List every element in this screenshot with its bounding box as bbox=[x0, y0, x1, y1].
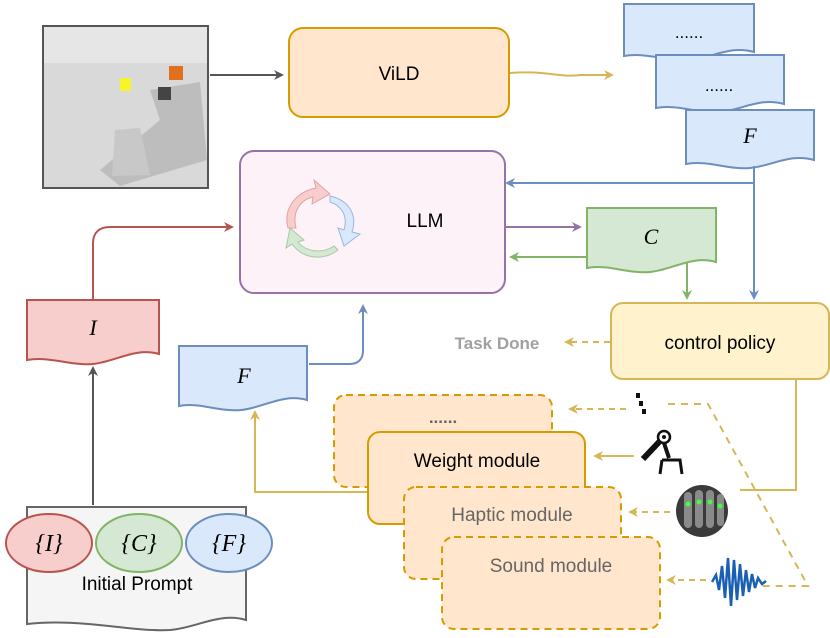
initial-prompt-doc: {I} {C} {F} Initial Prompt bbox=[5, 506, 273, 632]
prompt-i-token bbox=[5, 513, 93, 573]
initial-prompt-label: Initial Prompt bbox=[82, 574, 194, 595]
feedback-doc-dots-2: ...... bbox=[705, 76, 733, 95]
cycle-icon bbox=[285, 178, 362, 258]
vild-label: ViLD bbox=[379, 64, 420, 85]
feedback-to-llm-arrow bbox=[505, 166, 755, 188]
haptic-sensor-icon bbox=[676, 485, 728, 537]
feedback-doc-stack: ...... ...... F bbox=[623, 3, 815, 170]
f-doc-left: F bbox=[178, 345, 308, 412]
sound-module-label: Sound module bbox=[490, 556, 613, 577]
module-stack: ...... Weight module Haptic module Sound… bbox=[333, 394, 661, 630]
modules-to-f-arrow bbox=[250, 410, 382, 493]
c-doc-label: C bbox=[644, 224, 659, 249]
policy-to-robot-line bbox=[740, 379, 797, 491]
scene-image bbox=[42, 25, 209, 189]
i-doc-label: I bbox=[88, 315, 98, 340]
prompt-i-token-label: {I} bbox=[35, 531, 63, 557]
haptic-module-label: Haptic module bbox=[451, 505, 572, 526]
task-done-label: Task Done bbox=[455, 334, 540, 353]
i-doc: I bbox=[26, 299, 160, 366]
vild-box: ViLD bbox=[288, 27, 510, 118]
control-policy-box: control policy bbox=[610, 302, 830, 380]
f-doc-left-label: F bbox=[236, 363, 251, 388]
gripper-icon bbox=[640, 429, 684, 475]
feedback-doc-f-label: F bbox=[742, 123, 757, 148]
feedback-doc-dots-1: ...... bbox=[675, 23, 703, 42]
control-policy-label: control policy bbox=[665, 333, 776, 354]
weight-module-label: Weight module bbox=[414, 451, 540, 472]
sensor-path-dashed bbox=[668, 403, 810, 587]
f-to-llm-arrow bbox=[309, 304, 368, 365]
llm-box: LLM bbox=[239, 150, 506, 294]
sound-waveform-icon bbox=[710, 557, 767, 607]
c-doc: C bbox=[586, 207, 717, 274]
prompt-c-token bbox=[95, 513, 183, 573]
prompt-f-token-label: {F} bbox=[212, 531, 246, 557]
module-dots: ...... bbox=[429, 408, 457, 427]
llm-label: LLM bbox=[407, 211, 444, 232]
i-to-llm-arrow bbox=[92, 222, 234, 300]
prompt-c-token-label: {C} bbox=[121, 531, 157, 557]
vild-to-feedback-arrow bbox=[509, 70, 614, 80]
more-sensors-dots bbox=[636, 393, 646, 414]
prompt-f-token bbox=[185, 513, 273, 573]
